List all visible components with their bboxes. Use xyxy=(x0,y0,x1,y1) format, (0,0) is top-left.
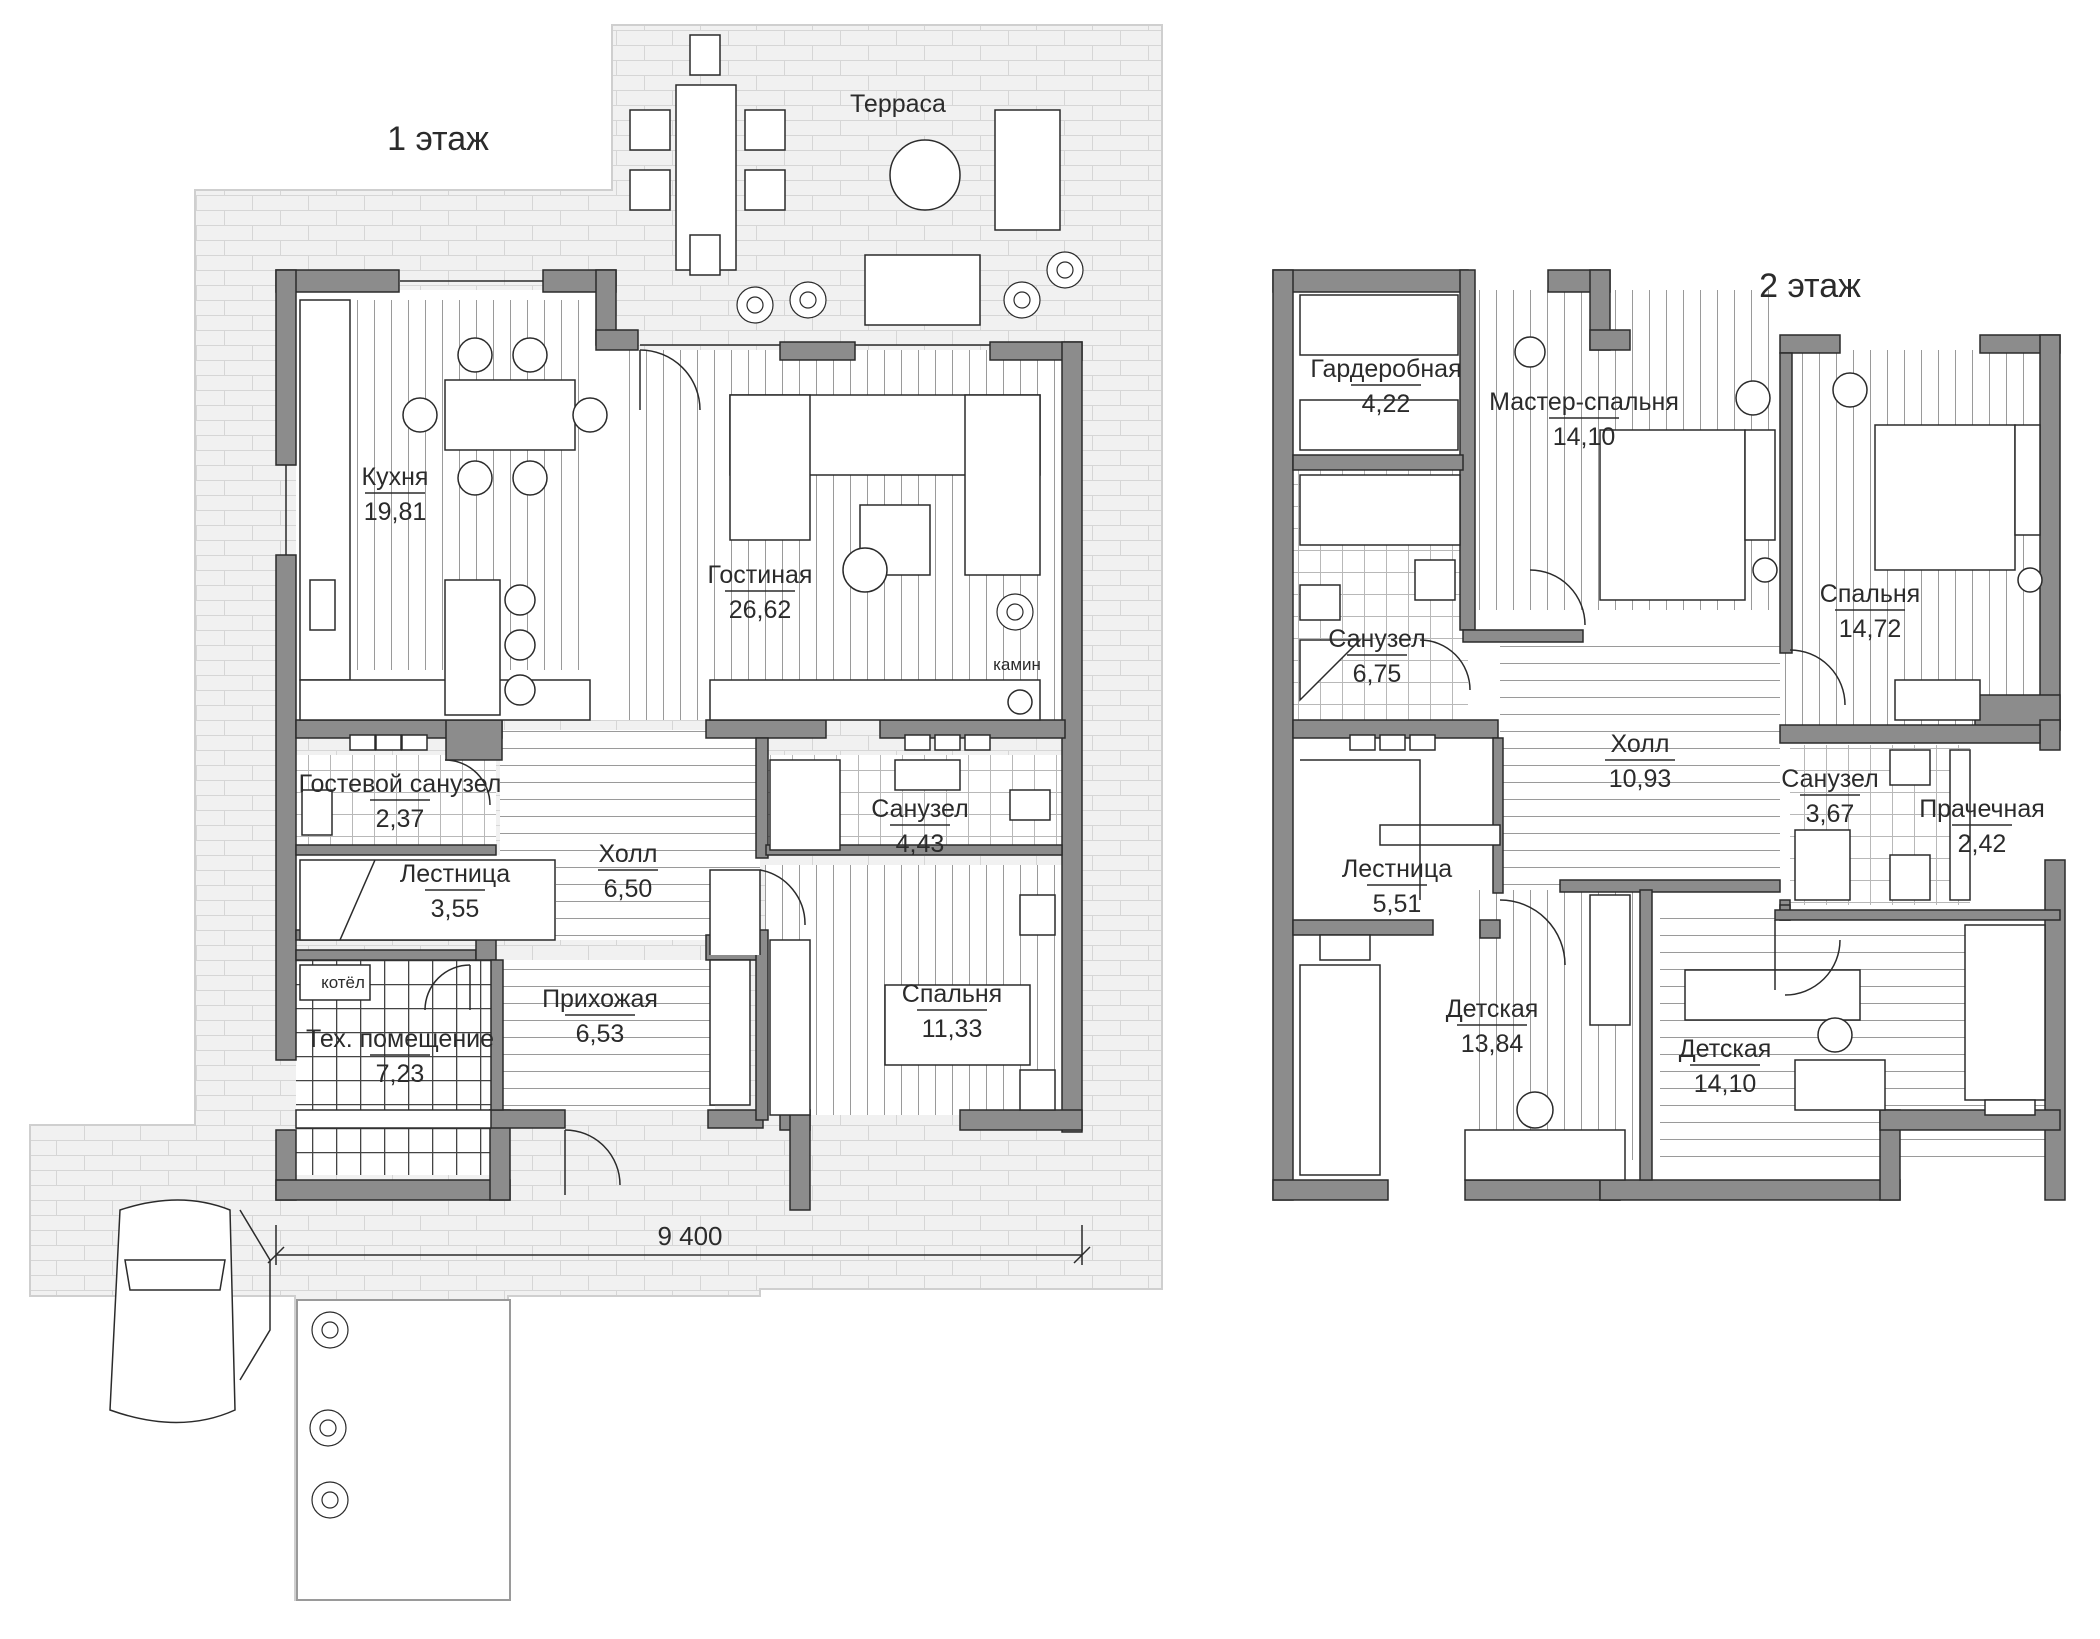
room-guest-wc-name: Гостевой санузел xyxy=(299,770,502,798)
room-hall-1-name: Холл xyxy=(599,840,658,868)
room-guest-wc-area: 2,37 xyxy=(376,805,425,833)
fireplace-label: камин xyxy=(993,655,1041,674)
room-bedroom-1-name: Спальня xyxy=(902,980,1002,1008)
room-hall-2-area: 10,93 xyxy=(1609,765,1672,793)
room-hall-2-name: Холл xyxy=(1611,730,1670,758)
room-master-bedroom-area: 14,10 xyxy=(1553,423,1616,451)
room-entrance-name: Прихожая xyxy=(542,985,658,1013)
room-bathroom-1-name: Санузел xyxy=(871,795,968,823)
room-kitchen-name: Кухня xyxy=(362,463,429,491)
second-floor-walls xyxy=(1272,269,2066,1201)
room-kitchen-area: 19,81 xyxy=(364,498,427,526)
room-bathroom-1-area: 4,43 xyxy=(896,830,945,858)
room-laundry-area: 2,42 xyxy=(1958,830,2007,858)
floor-2-title: 2 этаж xyxy=(1759,267,1861,305)
room-bedroom-1-area: 11,33 xyxy=(922,1015,983,1043)
room-bathroom-2-name: Санузел xyxy=(1328,625,1425,653)
room-living-area: 26,62 xyxy=(729,596,792,624)
ground-floor-furniture xyxy=(109,34,1061,1424)
room-kids-1-area: 13,84 xyxy=(1461,1030,1524,1058)
second-floor-labels: 2 этаж Гардеробная 4,22 Мастер-спальня 1… xyxy=(1310,267,2044,1098)
plant-icons xyxy=(309,251,1084,1519)
room-utility-name: Тех. помещение xyxy=(306,1025,494,1053)
room-utility-area: 7,23 xyxy=(376,1060,425,1088)
ground-floor-walls xyxy=(275,269,1083,1211)
room-kids-2-area: 14,10 xyxy=(1694,1070,1757,1098)
room-hall-1-area: 6,50 xyxy=(604,875,653,903)
room-kids-2-name: Детская xyxy=(1679,1035,1772,1063)
room-laundry-name: Прачечная xyxy=(1919,795,2045,823)
floor-1-title: 1 этаж xyxy=(387,120,489,158)
room-stairs-2-name: Лестница xyxy=(1342,855,1452,883)
room-bedroom-2-name: Спальня xyxy=(1820,580,1920,608)
room-wardrobe-area: 4,22 xyxy=(1362,390,1411,418)
room-bathroom-2-area: 6,75 xyxy=(1353,660,1402,688)
room-bedroom-2-area: 14,72 xyxy=(1839,615,1902,643)
room-bathroom-3-area: 3,67 xyxy=(1806,800,1855,828)
room-kids-1-name: Детская xyxy=(1446,995,1539,1023)
room-living-name: Гостиная xyxy=(708,561,813,589)
dimension-line xyxy=(267,1225,1091,1265)
room-wardrobe-name: Гардеробная xyxy=(1310,355,1461,383)
second-floor-furniture xyxy=(1299,294,2046,1181)
room-entrance-area: 6,53 xyxy=(576,1020,625,1048)
ground-floor-labels: 1 этаж Терраса Кухня 19,81 Гостиная 26,6… xyxy=(299,90,1041,1251)
room-stairs-2-area: 5,51 xyxy=(1373,890,1422,918)
room-stairs-1-name: Лестница xyxy=(400,860,510,888)
room-stairs-1-area: 3,55 xyxy=(431,895,480,923)
room-bathroom-3-name: Санузел xyxy=(1781,765,1878,793)
boiler-label: котёл xyxy=(321,973,365,992)
room-terrace-name: Терраса xyxy=(850,90,946,118)
dimension-label: 9 400 xyxy=(657,1221,722,1251)
room-master-bedroom-name: Мастер-спальня xyxy=(1489,388,1679,416)
